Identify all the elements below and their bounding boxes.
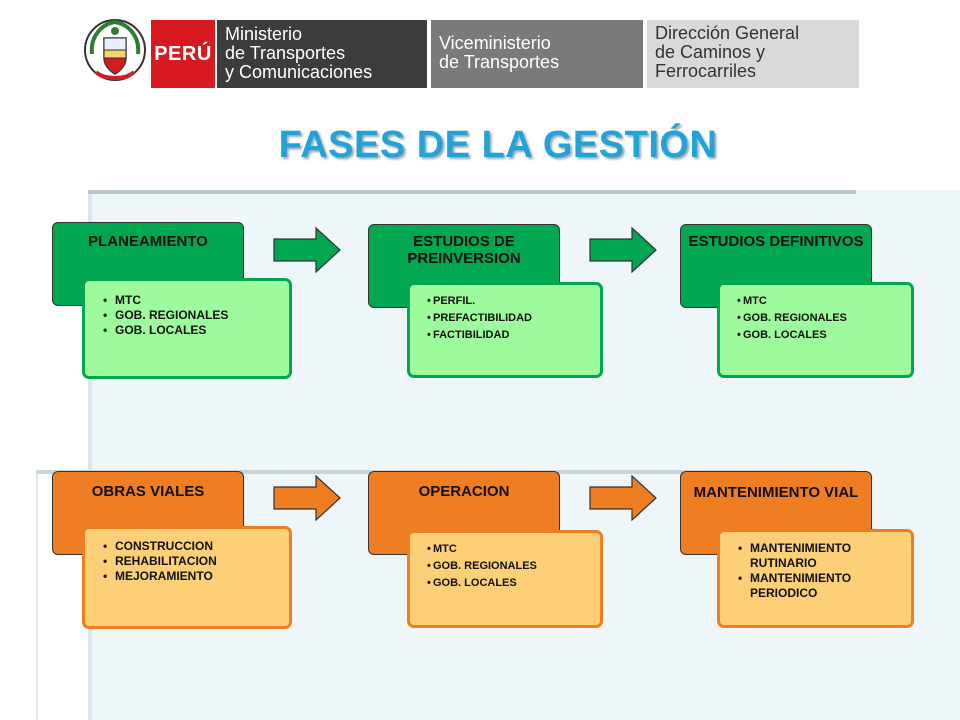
list-item: REHABILITACION: [103, 554, 283, 569]
phase-title: ESTUDIOS DEFINITIVOS: [688, 233, 864, 250]
arrow-right-icon: [273, 226, 341, 274]
header-logos: PERÚ Ministerio de Transportes y Comunic…: [0, 0, 960, 100]
list-item: CONSTRUCCION: [103, 539, 283, 554]
viceministry-logo: Viceministerio de Transportes: [431, 20, 643, 88]
phase-planeamiento-details: MTC GOB. REGIONALES GOB. LOCALES: [82, 278, 292, 379]
arrow-right-icon: [273, 474, 341, 522]
list-item: MANTENIMIENTO PERIODICO: [738, 571, 905, 601]
list-item: MANTENIMIENTO RUTINARIO: [738, 541, 905, 571]
arrow-right-icon: [589, 474, 657, 522]
phase-title: ESTUDIOS DE PREINVERSION: [407, 233, 521, 267]
phase-title: MANTENIMIENTO VIAL: [693, 484, 859, 501]
list-item: MTC: [427, 541, 594, 558]
ministry-label: Ministerio de Transportes y Comunicacion…: [225, 24, 373, 82]
arrow-right-icon: [589, 226, 657, 274]
slide-horizontal-rule-upper: [88, 190, 856, 194]
slide-vertical-rule: [88, 190, 92, 720]
phase-definitivos-details: MTC GOB. REGIONALES GOB. LOCALES: [717, 282, 914, 378]
list-item: GOB. LOCALES: [737, 327, 905, 344]
phase-operacion-details: MTC GOB. REGIONALES GOB. LOCALES: [407, 530, 603, 628]
direction-logo: Dirección General de Caminos y Ferrocarr…: [647, 20, 859, 88]
coat-of-arms-icon: [84, 19, 146, 81]
list-item: GOB. REGIONALES: [103, 308, 283, 323]
phase-mantenimiento-details: MANTENIMIENTO RUTINARIO MANTENIMIENTO PE…: [717, 529, 914, 628]
phase-title: PLANEAMIENTO: [88, 233, 208, 250]
ministry-logo: Ministerio de Transportes y Comunicacion…: [217, 20, 427, 88]
list-item: GOB. LOCALES: [103, 323, 283, 338]
direction-label: Dirección General de Caminos y Ferrocarr…: [655, 23, 800, 81]
peru-label: PERÚ: [154, 42, 212, 65]
list-item: MEJORAMIENTO: [103, 569, 283, 584]
list-item: GOB. LOCALES: [427, 575, 594, 592]
list-item: MTC: [103, 293, 283, 308]
list-item: GOB. REGIONALES: [427, 558, 594, 575]
list-item: FACTIBILIDAD: [427, 327, 594, 344]
list-item: MTC: [737, 293, 905, 310]
list-item: PREFACTIBILIDAD: [427, 310, 594, 327]
list-item: GOB. REGIONALES: [737, 310, 905, 327]
phase-obras-viales-details: CONSTRUCCION REHABILITACION MEJORAMIENTO: [82, 526, 292, 629]
phase-title: OPERACION: [418, 483, 510, 500]
phase-title: OBRAS VIALES: [91, 483, 205, 500]
slide-vertical-rule-lower: [36, 470, 38, 720]
list-item: PERFIL.: [427, 293, 594, 310]
peru-logo: PERÚ: [151, 20, 215, 88]
phase-preinversion-details: PERFIL. PREFACTIBILIDAD FACTIBILIDAD: [407, 282, 603, 378]
page-title: FASES DE LA GESTIÓN: [278, 124, 718, 166]
viceministry-label: Viceministerio de Transportes: [439, 33, 560, 72]
